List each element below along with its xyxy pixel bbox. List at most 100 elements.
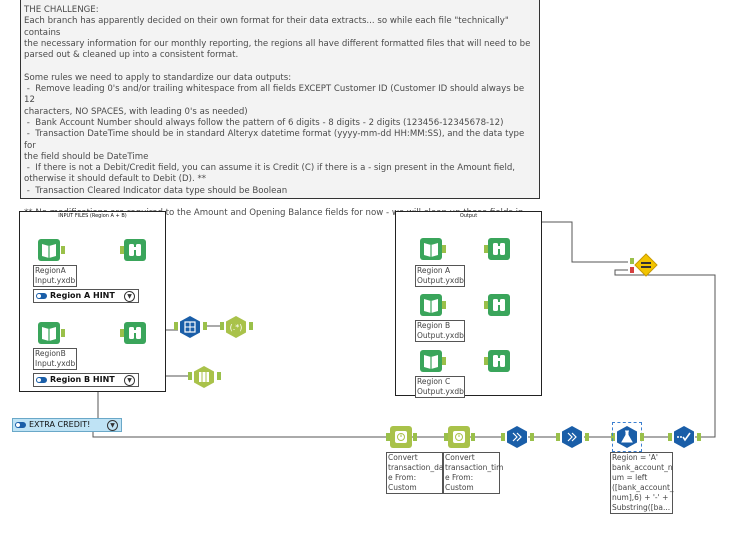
book-icon <box>42 244 56 258</box>
output-data-tool-b[interactable] <box>420 294 442 316</box>
formula-tool[interactable] <box>612 422 642 452</box>
datetime-tool-2[interactable] <box>448 426 470 448</box>
comment-line: - Remove leading 0's and/or trailing whi… <box>24 84 527 106</box>
binoculars-icon <box>129 327 141 339</box>
input-data-tool-a[interactable] <box>38 239 60 261</box>
browse-tool-a[interactable] <box>124 239 146 261</box>
comment-line: Each branch has apparently decided on th… <box>24 16 512 38</box>
book-icon <box>424 355 438 369</box>
input-a-label: RegionA Input.yxdb <box>33 265 77 287</box>
output-anchor[interactable] <box>203 322 207 330</box>
output-data-tool-a[interactable] <box>420 238 442 260</box>
hint-a-label: Region A HINT <box>50 291 115 300</box>
toggle-icon <box>36 377 47 383</box>
flask-icon <box>617 426 637 448</box>
input-anchor[interactable] <box>668 433 672 441</box>
chevron-down-icon[interactable]: ▼ <box>107 420 118 431</box>
binoculars-icon <box>493 355 505 367</box>
comment-line: - Transaction Cleared Indicator data typ… <box>24 185 288 196</box>
output-anchor[interactable] <box>217 372 221 380</box>
binoculars-icon <box>493 299 505 311</box>
comment-line: - Transaction DateTime should be in stan… <box>24 129 528 151</box>
anchor[interactable] <box>442 357 446 365</box>
chevron-down-icon[interactable]: ▼ <box>124 375 135 386</box>
output-data-tool-c[interactable] <box>420 350 442 372</box>
data-cleansing-tool[interactable] <box>672 425 696 453</box>
select-icon <box>507 426 527 448</box>
datetime-1-label: Convert transaction_da e From: Custom <box>386 452 444 494</box>
extra-credit-label: EXTRA CREDIT! <box>29 420 91 429</box>
challenge-comment[interactable]: THE CHALLENGE: Each branch has apparentl… <box>20 0 540 241</box>
input-anchor[interactable] <box>120 329 124 337</box>
input-anchor[interactable] <box>174 322 178 330</box>
formula-label: Region = 'A' bank_account_n um = left ([… <box>610 452 674 514</box>
output-anchor[interactable] <box>697 433 701 441</box>
output-anchor[interactable] <box>61 329 65 337</box>
transpose-tool[interactable] <box>178 315 202 343</box>
container-title: INPUT FILES (Region A + B) <box>58 213 127 219</box>
anchor[interactable] <box>442 301 446 309</box>
book-icon <box>424 299 438 313</box>
comment-body: Each branch has apparently decided on th… <box>24 16 530 241</box>
input-anchor[interactable] <box>188 372 192 380</box>
regex-tool[interactable]: (.*) <box>224 315 248 343</box>
chevron-down-icon[interactable]: ▼ <box>124 291 135 302</box>
input-anchor[interactable] <box>484 357 488 365</box>
input-anchor[interactable] <box>484 301 488 309</box>
input-anchor[interactable] <box>501 433 505 441</box>
comment-title: THE CHALLENGE: <box>24 5 99 15</box>
datetime-tool-1[interactable] <box>390 426 412 448</box>
input-anchor[interactable] <box>630 267 634 273</box>
output-anchor[interactable] <box>640 433 644 441</box>
browse-tool-b[interactable] <box>124 322 146 344</box>
output-anchor[interactable] <box>249 322 253 330</box>
browse-tool-output-c[interactable] <box>488 350 510 372</box>
input-anchor[interactable] <box>120 246 124 254</box>
comment-line: Some rules we need to apply to standardi… <box>24 72 292 83</box>
output-anchor[interactable] <box>530 433 534 441</box>
check-dots-icon <box>674 426 694 448</box>
input-b-label: RegionB Input.yxdb <box>33 348 77 370</box>
select-icon <box>562 426 582 448</box>
input-anchor[interactable] <box>611 433 615 441</box>
comment-line: the necessary information for our monthl… <box>24 38 531 49</box>
comment-line: characters, NO SPACES, with leading 0's … <box>24 106 248 117</box>
output-anchor[interactable] <box>61 246 65 254</box>
region-b-hint-control[interactable]: Region B HINT ▼ <box>33 373 139 387</box>
comment-line: parsed out & cleaned up into a consisten… <box>24 50 239 61</box>
region-a-hint-control[interactable]: Region A HINT ▼ <box>33 289 139 303</box>
browse-tool-output-b[interactable] <box>488 294 510 316</box>
comment-line: - Bank Account Number should always foll… <box>24 117 504 128</box>
comment-line: the field should be DateTime <box>24 151 149 162</box>
container-title: Output <box>459 213 478 219</box>
input-anchor[interactable] <box>386 433 390 441</box>
svg-text:(.*): (.*) <box>230 323 243 332</box>
calendar-clock-icon <box>453 431 465 443</box>
toggle-icon <box>36 293 47 299</box>
calendar-clock-icon <box>395 431 407 443</box>
transpose-icon <box>180 316 200 338</box>
input-anchor[interactable] <box>484 245 488 253</box>
output-anchor[interactable] <box>471 433 475 441</box>
input-data-tool-b[interactable] <box>38 322 60 344</box>
comment-line: otherwise it should default to Debit (D)… <box>24 174 207 185</box>
output-container[interactable]: Output <box>395 211 542 396</box>
binoculars-icon <box>493 243 505 255</box>
select-tool-1[interactable] <box>505 425 529 453</box>
anchor[interactable] <box>442 245 446 253</box>
input-anchor[interactable] <box>556 433 560 441</box>
input-anchor[interactable] <box>220 322 224 330</box>
select-tool-2[interactable] <box>560 425 584 453</box>
input-anchor[interactable] <box>444 433 448 441</box>
book-icon <box>424 243 438 257</box>
output-anchor[interactable] <box>413 433 417 441</box>
input-anchor[interactable] <box>630 258 634 264</box>
browse-tool-output-a[interactable] <box>488 238 510 260</box>
output-anchor[interactable] <box>585 433 589 441</box>
extra-credit-control[interactable]: EXTRA CREDIT! ▼ <box>12 418 122 432</box>
text-to-columns-icon <box>194 366 214 388</box>
hint-b-label: Region B HINT <box>50 375 115 384</box>
test-tool[interactable] <box>634 253 658 281</box>
text-to-columns-tool[interactable] <box>192 365 216 393</box>
book-icon <box>42 327 56 341</box>
